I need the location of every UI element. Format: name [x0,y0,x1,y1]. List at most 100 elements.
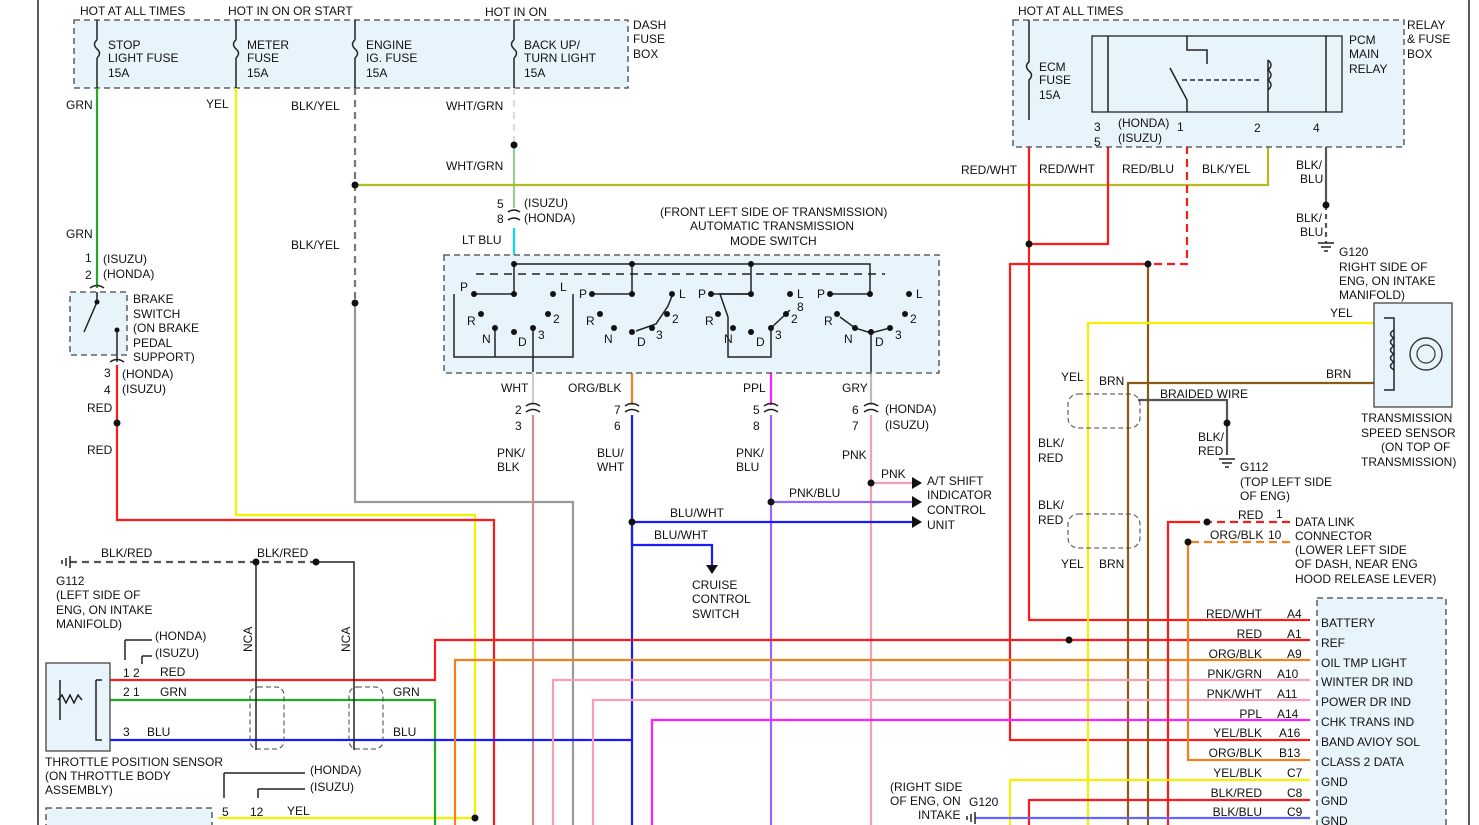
label: A9 [1287,647,1302,661]
label: (ON THROTTLE BODY [45,769,171,783]
label: ORG/BLK [568,381,621,395]
label: PNK [842,448,867,462]
label: CONTROL [927,503,986,517]
label: 15A [247,66,268,80]
label: 6 [852,403,859,417]
label: BAND AVIOY SOL [1321,735,1420,749]
label: BOX [633,47,658,61]
label: 2 [85,268,92,282]
label: INTAKE [918,808,960,822]
label: HOT IN ON OR START [228,4,353,18]
junction-dots [113,141,1330,822]
label: BLK/ [1198,430,1225,444]
label: CHK TRANS IND [1321,715,1414,729]
label: FUSE [1039,73,1071,87]
label: IG. FUSE [366,51,417,65]
label: YEL [1061,557,1084,571]
label: & FUSE [1407,32,1450,46]
label: BLK/ [1296,158,1323,172]
label: RED [87,401,113,415]
dash-fuse-box: HOT AT ALL TIMES HOT IN ON OR START HOT … [73,4,666,89]
label: (LOWER LEFT SIDE [1295,543,1407,557]
label: 1 [1276,507,1283,521]
label: YEL [206,97,229,111]
label: OF ENG, ON [890,794,961,808]
label: P [698,287,706,301]
label: PNK/ [497,446,526,460]
label: G120 [1339,245,1369,259]
label: BRN [1099,557,1124,571]
label: ORG/BLK [1209,647,1262,661]
label: GND [1321,775,1348,789]
label: FUSE [247,51,279,65]
label: A16 [1279,726,1301,740]
label: G112 [56,574,85,588]
label: BLK [497,460,520,474]
label: N [724,332,733,346]
label: L [679,287,686,301]
label: 3 [1094,120,1101,134]
label: (TOP LEFT SIDE [1240,475,1332,489]
label: L [560,280,567,294]
label: RED [1038,451,1064,465]
label: TRANSMISSION) [1361,455,1456,469]
label: (LEFT SIDE OF [56,588,140,602]
label: BLU [147,725,170,739]
label: BLU/WHT [654,528,709,542]
label: BLK/ [1038,498,1065,512]
label: RIGHT SIDE OF [1339,260,1427,274]
label: PCM [1349,33,1376,47]
label: RED [87,443,113,457]
label: BLK/YEL [291,99,340,113]
label: 7 [614,403,621,417]
label: REF [1321,636,1345,650]
label: THROTTLE POSITION SENSOR [45,755,223,769]
label: (ON BRAKE [133,321,199,335]
label: N [604,332,613,346]
label: SWITCH [133,307,180,321]
label: AUTOMATIC TRANSMISSION [690,219,854,233]
label: C9 [1287,805,1303,819]
label: YEL/BLK [1213,726,1262,740]
label: GRN [393,685,420,699]
label: GRN [66,227,93,241]
label: RED/BLU [1122,162,1174,176]
label: BLU [736,460,759,474]
label: NCA [339,627,353,652]
label: SUPPORT) [133,350,195,364]
label: (ISUZU) [155,646,199,660]
label: (HONDA) [310,763,361,777]
label: 3 [123,725,130,739]
label: 5 [222,805,229,819]
label: GND [1321,814,1348,825]
wires [70,88,1380,825]
label: FUSE [633,32,665,46]
label: 1 [1177,120,1184,134]
label: (ISUZU) [1118,131,1162,145]
label: HOT AT ALL TIMES [80,4,185,18]
label: LIGHT FUSE [108,51,178,65]
label: D [637,335,646,349]
label: PPL [1239,707,1262,721]
label: P [817,287,825,301]
label: MAIN [1349,47,1379,61]
label: B13 [1279,746,1301,760]
label: P [579,287,587,301]
label: BLK/YEL [291,238,340,252]
label: 3 [104,366,111,380]
